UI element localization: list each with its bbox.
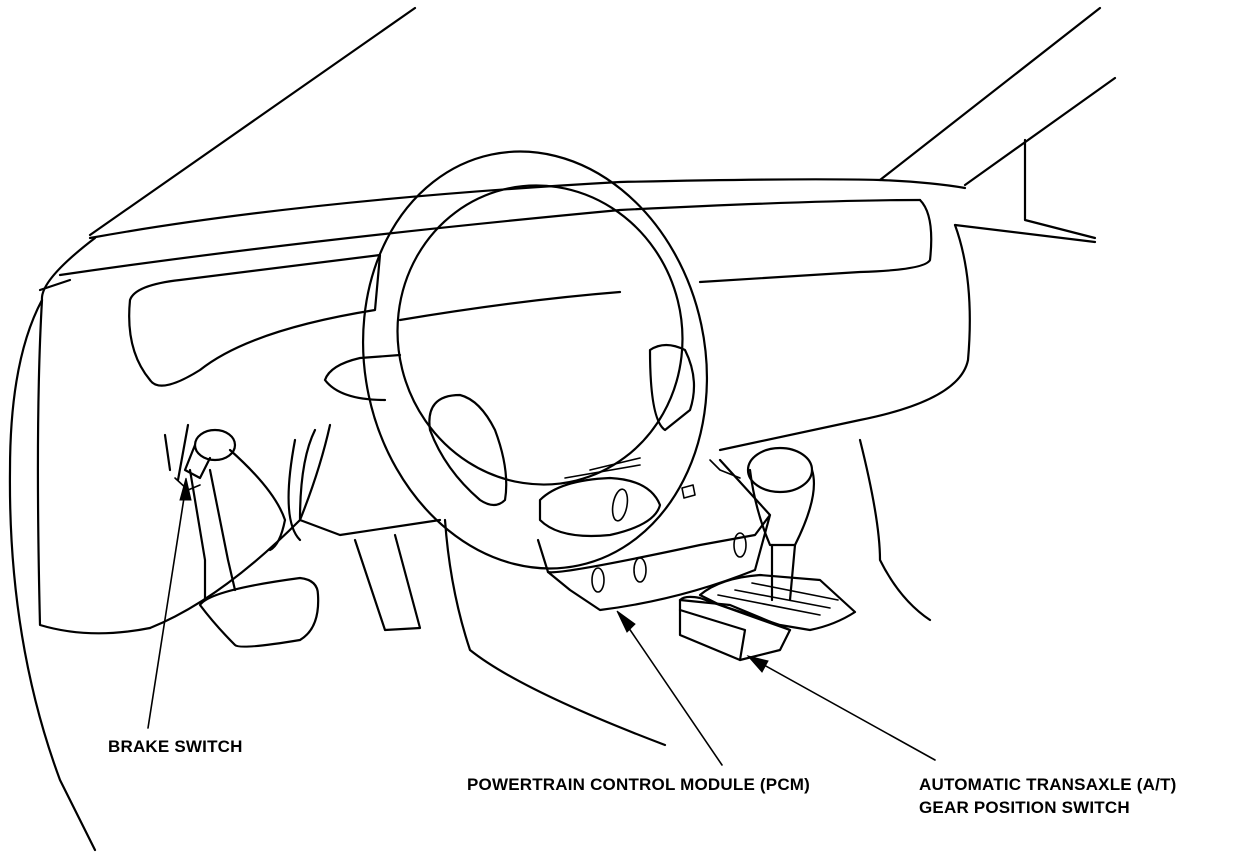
steering-wheel-inner bbox=[396, 184, 684, 486]
at-switch-leader bbox=[754, 659, 936, 761]
at-switch-top bbox=[678, 595, 792, 632]
shift-knob-body bbox=[748, 468, 816, 547]
at-switch-front bbox=[678, 608, 747, 662]
at-gear-position-switch-label: AUTOMATIC TRANSAXLE (A/T) GEAR POSITION … bbox=[919, 773, 1176, 819]
pcm-box bbox=[546, 458, 772, 612]
shift-knob bbox=[746, 446, 814, 494]
left-body-contour bbox=[8, 236, 97, 852]
shift-lever bbox=[770, 543, 797, 602]
dash-top-lower bbox=[58, 198, 922, 277]
brake-switch-leader bbox=[147, 484, 187, 729]
steering-column bbox=[323, 353, 402, 402]
shift-gate-outer bbox=[698, 573, 857, 632]
right-dash-edge bbox=[953, 223, 1097, 244]
pcm-slot-1 bbox=[591, 567, 605, 593]
dash-top-edge bbox=[88, 178, 967, 240]
brake-pedal-pad bbox=[198, 576, 320, 648]
left-dash-lower bbox=[38, 278, 72, 292]
brake-switch-body bbox=[193, 428, 237, 462]
shift-gate-slot-1 bbox=[717, 594, 821, 616]
right-dash-side bbox=[718, 223, 971, 452]
pcm-slot-3 bbox=[733, 532, 747, 558]
pcm-arrowhead bbox=[616, 610, 636, 633]
wheel-hub bbox=[538, 476, 662, 538]
brake-switch-mount bbox=[183, 443, 212, 480]
brake-pedal-arm bbox=[188, 468, 237, 602]
hub-slot bbox=[611, 488, 629, 522]
steering-wheel-outer bbox=[361, 150, 709, 570]
pcm-wire bbox=[709, 459, 741, 479]
shift-gate-slot-3 bbox=[751, 582, 839, 601]
left-door-panel-edge bbox=[36, 298, 152, 635]
column-lower bbox=[298, 428, 442, 537]
hub-upper-line bbox=[564, 464, 641, 479]
center-console-left bbox=[443, 518, 667, 747]
pcm-label: POWERTRAIN CONTROL MODULE (PCM) bbox=[467, 775, 811, 794]
brake-switch-arrowhead bbox=[179, 477, 192, 501]
left-lower-dash bbox=[148, 423, 332, 630]
right-a-pillar-outer bbox=[878, 6, 1102, 182]
left-a-pillar bbox=[88, 6, 417, 237]
center-hood-line bbox=[398, 290, 622, 322]
pcm-leader bbox=[621, 617, 723, 766]
at-switch-arrowhead bbox=[746, 655, 769, 673]
wheel-spoke-right bbox=[648, 343, 696, 432]
at-switch-body bbox=[678, 598, 792, 662]
pcm-bracket bbox=[681, 484, 696, 499]
pcm-edge-left bbox=[536, 538, 550, 574]
knee-bolster-line bbox=[287, 438, 302, 542]
hub-upper-line-2 bbox=[589, 457, 641, 471]
right-lower-panel bbox=[858, 438, 932, 622]
dash-face-right bbox=[698, 198, 933, 284]
at-switch-label-line1: AUTOMATIC TRANSAXLE (A/T) bbox=[919, 775, 1177, 794]
at-switch-label-line2: GEAR POSITION SWITCH bbox=[919, 798, 1130, 817]
left-hood bbox=[128, 253, 382, 387]
wheel-spoke-left bbox=[428, 393, 508, 507]
brake-switch-label: BRAKE SWITCH bbox=[108, 737, 243, 756]
right-a-pillar-inner bbox=[963, 76, 1117, 187]
right-door-line bbox=[1023, 138, 1097, 240]
pcm-slot-2 bbox=[633, 557, 647, 583]
column-support-left bbox=[353, 533, 422, 632]
shift-gate-slot-2 bbox=[734, 589, 831, 609]
